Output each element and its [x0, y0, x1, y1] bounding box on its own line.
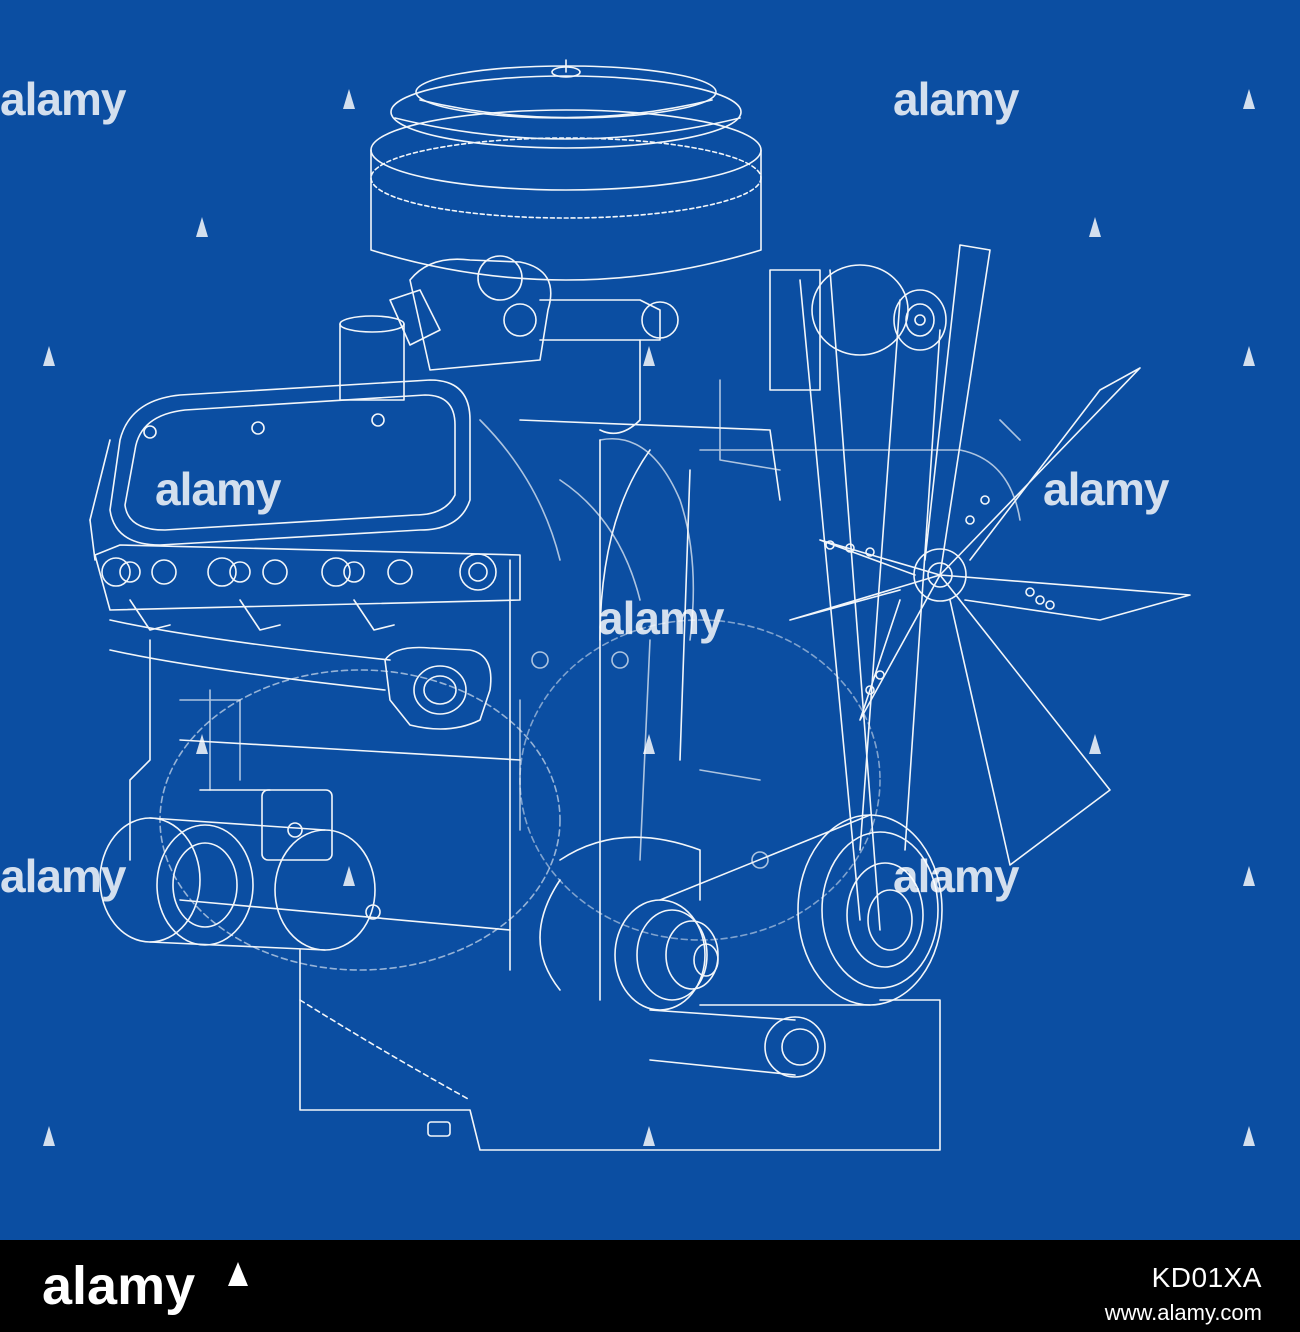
alamy-a-icon — [1089, 217, 1101, 237]
alamy-a-icon — [1243, 1126, 1255, 1146]
alamy-a-icon — [196, 217, 208, 237]
alamy-a-icon — [196, 734, 208, 754]
exhaust-ports — [94, 544, 521, 631]
watermark-text: alamy — [1043, 463, 1169, 515]
watermark-text: alamy — [893, 73, 1019, 125]
watermark-text: alamy — [0, 850, 126, 902]
footer-logo-text: alamy — [42, 1256, 195, 1316]
left-valve-cover — [89, 379, 471, 561]
alamy-a-icon — [343, 89, 355, 109]
alamy-a-icon — [1089, 734, 1101, 754]
footer-bar: alamy KD01XA www.alamy.com — [0, 1240, 1300, 1332]
alamy-a-icon — [1243, 346, 1255, 366]
watermark-text: alamy — [598, 592, 724, 644]
intake-manifold — [339, 255, 679, 435]
alamy-a-icon — [43, 1126, 55, 1146]
alamy-a-icon — [643, 346, 655, 366]
watermark-text: alamy — [893, 850, 1019, 902]
alamy-a-icon — [228, 1262, 248, 1286]
alamy-a-icon — [643, 734, 655, 754]
water-pump — [539, 836, 719, 1011]
blueprint-canvas: alamy alamy alamy alamy alamy alamy alam… — [0, 0, 1300, 1240]
alamy-a-icon — [1243, 866, 1255, 886]
watermark-text: alamy — [155, 463, 281, 515]
source-url: www.alamy.com — [1104, 1300, 1262, 1325]
alamy-logo: alamy — [42, 1256, 248, 1316]
image-id: KD01XA — [1151, 1262, 1262, 1293]
crank-pulley — [649, 814, 943, 1078]
alamy-a-icon — [643, 1126, 655, 1146]
engine-block — [129, 419, 941, 1151]
alamy-a-icon — [1243, 89, 1255, 109]
air-cleaner — [370, 59, 762, 281]
alternator — [769, 264, 947, 931]
watermark-text: alamy — [0, 73, 126, 125]
alamy-a-icon — [343, 866, 355, 886]
exhaust-flange — [109, 619, 492, 730]
alamy-a-icon — [43, 346, 55, 366]
starter-motor — [99, 789, 381, 951]
cooling-fan — [789, 244, 1191, 866]
